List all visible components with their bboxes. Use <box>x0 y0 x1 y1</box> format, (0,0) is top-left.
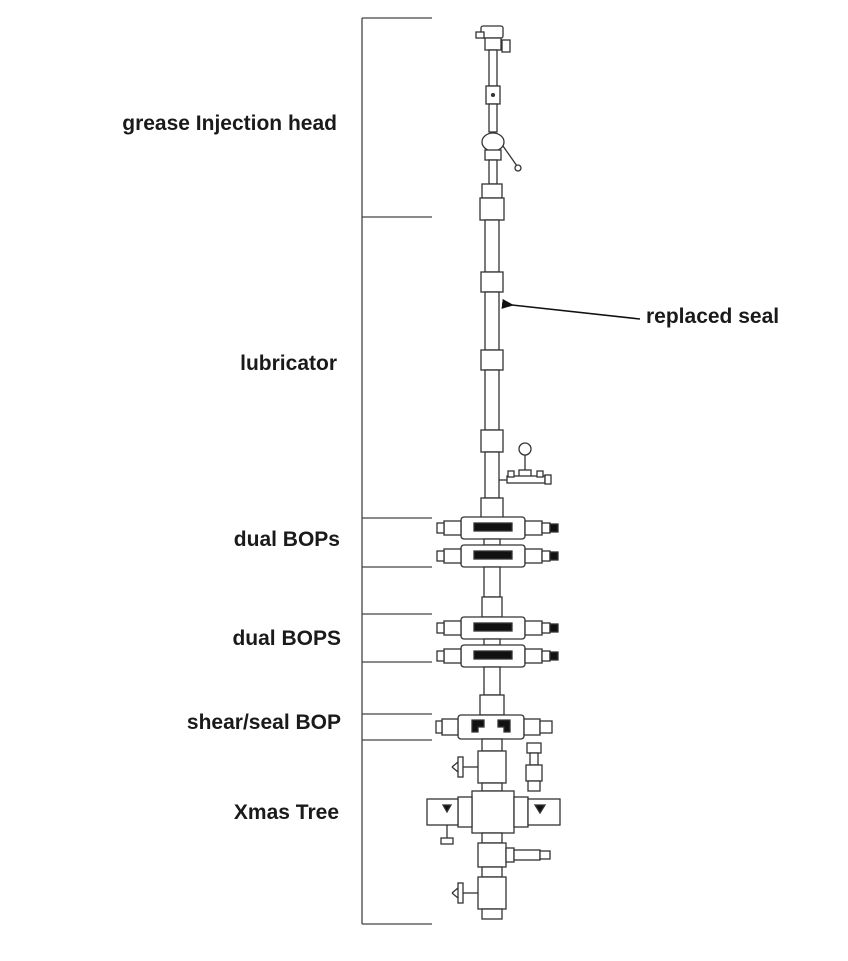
pressure-gauge-assembly <box>499 442 552 485</box>
replaced-seal-arrow <box>501 298 641 320</box>
label-dual-bops-lower: dual BOPS <box>232 627 341 650</box>
spool-2-flange <box>479 694 505 716</box>
lubricator-sections <box>479 183 505 521</box>
spool-2 <box>483 666 501 696</box>
label-shear-seal-bop: shear/seal BOP <box>186 711 341 734</box>
label-xmas-tree: Xmas Tree <box>233 801 339 824</box>
section-brackets <box>361 17 432 925</box>
dual-bop-upper <box>436 516 559 568</box>
shear-seal-bop <box>435 714 553 740</box>
xmas-tree-assembly <box>426 738 561 920</box>
spool-1-flange <box>481 596 503 618</box>
xmas-tree-side-valve-upper <box>525 742 543 792</box>
label-replaced-seal: replaced seal <box>646 305 780 328</box>
xmas-tree-cross <box>471 790 515 834</box>
label-grease-injection-head: grease Injection head <box>122 112 337 135</box>
label-lubricator: lubricator <box>240 352 337 375</box>
grease-injection-head <box>475 25 522 185</box>
dual-bop-lower <box>436 616 559 668</box>
spool-1 <box>483 566 501 598</box>
label-dual-bops-upper: dual BOPs <box>233 528 340 551</box>
equipment-stack <box>426 25 561 920</box>
